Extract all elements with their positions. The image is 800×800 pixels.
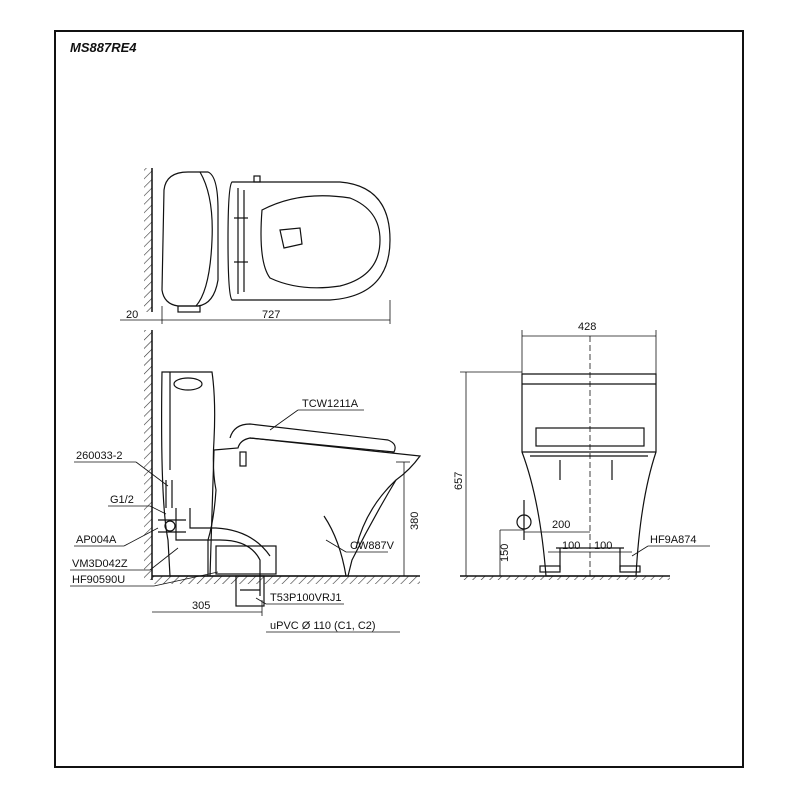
front-dimensions	[460, 330, 710, 576]
model-title: MS887RE4	[70, 40, 137, 55]
tank-side	[161, 371, 217, 577]
floor-hatch-front	[460, 576, 670, 580]
drawing-frame	[54, 30, 744, 768]
dim-wall-gap: 20	[126, 309, 138, 321]
label-inlet-thread: G1/2	[110, 494, 134, 506]
label-seat: TCW1211A	[302, 398, 359, 410]
label-bolt-set: 260033-2	[76, 450, 123, 462]
dim-half-width: 200	[552, 519, 570, 531]
top-dimensions	[120, 300, 391, 324]
dim-rough-in: 305	[192, 600, 210, 612]
side-view	[144, 330, 422, 607]
side-dimensions	[152, 461, 410, 616]
label-flange: HF90590U	[72, 574, 125, 586]
wall-hatch-side	[144, 330, 152, 580]
tank-top	[161, 171, 219, 307]
dim-height: 657	[453, 472, 465, 490]
dim-width: 428	[578, 321, 596, 333]
label-angle-valve: AP004A	[76, 534, 117, 546]
dim-fix-left: 100	[562, 540, 580, 552]
dim-rim-height: 380	[409, 512, 421, 530]
label-body: CW887V	[350, 540, 395, 552]
front-body	[521, 373, 657, 577]
dim-length: 727	[262, 309, 280, 321]
wall-hatch-top	[144, 168, 152, 312]
dim-outlet-height: 150	[499, 544, 511, 562]
label-fixing-kit: HF9A874	[650, 534, 696, 546]
top-view	[144, 168, 391, 313]
bowl-outline-top	[227, 181, 391, 301]
front-view	[460, 373, 670, 580]
side-leaders	[70, 409, 400, 633]
floor-hatch	[152, 576, 420, 584]
label-adapter: T53P100VRJ1	[270, 592, 342, 604]
dim-fix-right: 100	[594, 540, 612, 552]
label-pipe: uPVC Ø 110 (C1, C2)	[270, 620, 376, 632]
label-hose: VM3D042Z	[72, 558, 128, 570]
bowl-body-side	[209, 437, 422, 577]
